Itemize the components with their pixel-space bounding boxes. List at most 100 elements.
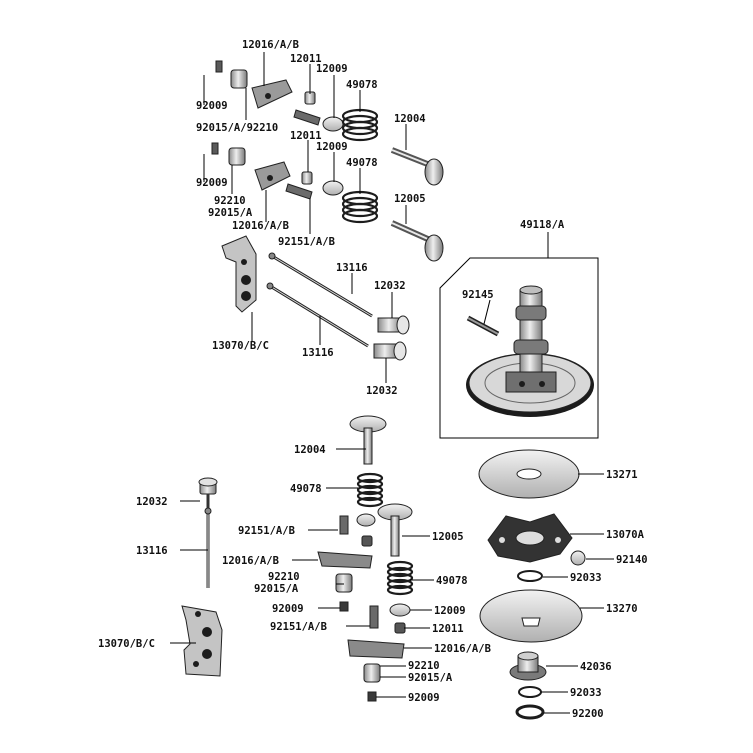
rocker-arm-top [251, 79, 293, 109]
label-12011-mid: 12011 [290, 130, 322, 142]
label-92140: 92140 [616, 554, 648, 566]
middle-rocker-group [211, 142, 444, 262]
label-92210-mid: 92210 [214, 195, 246, 207]
rocker-arm-low2 [347, 639, 405, 659]
rocker-hole-top [265, 93, 271, 99]
cap-low2 [394, 622, 406, 634]
spring-49078-top [341, 108, 379, 142]
label-12009-mid: 12009 [316, 141, 348, 153]
stud-92151-mid [285, 183, 313, 200]
retainer-12009-mid [322, 180, 344, 196]
valve-12005-low [377, 503, 413, 557]
label-92210-low2: 92210 [408, 660, 440, 672]
label-12016-a-b-low2: 12016/A/B [434, 643, 491, 655]
label-13116-b: 13116 [302, 347, 334, 359]
label-12032-left: 12032 [136, 496, 168, 508]
label-13270: 13270 [606, 603, 638, 615]
label-92145: 92145 [462, 289, 494, 301]
label-12005-low: 12005 [432, 531, 464, 543]
pin-92145 [466, 315, 500, 337]
label-49078-mid: 49078 [346, 157, 378, 169]
label-12016-a-b-mid: 12016/A/B [232, 220, 289, 232]
rocker-hole-mid [267, 175, 273, 181]
ball-92140 [570, 550, 586, 566]
shim-13271 [478, 449, 580, 499]
push-rod-lower-left [198, 477, 218, 588]
spring-49078-low [356, 472, 384, 508]
tappets-upper [373, 315, 410, 361]
stud-92151-top [293, 109, 321, 126]
label-92033-b: 92033 [570, 687, 602, 699]
label-12009-top: 12009 [316, 63, 348, 75]
camshaft-gear-49118 [466, 285, 594, 417]
guide-plate-13070-top [221, 235, 257, 313]
label-92009-low1: 92009 [272, 603, 304, 615]
label-92151-a-b-low2: 92151/A/B [270, 621, 327, 633]
label-92015-a-mid: 92015/A [208, 207, 253, 219]
pivot-low2 [363, 663, 381, 683]
label-12004-low: 12004 [294, 444, 326, 456]
label-92200: 92200 [572, 708, 604, 720]
label-92151-a-b-mid: 92151/A/B [278, 236, 335, 248]
label-12016-a-b-top: 12016/A/B [242, 39, 299, 51]
label-49078-top: 49078 [346, 79, 378, 91]
label-42036: 42036 [580, 661, 612, 673]
label-13116-left: 13116 [136, 545, 168, 557]
label-92009-top: 92009 [196, 100, 228, 112]
stud-92151-low2 [369, 605, 379, 629]
label-92015-a-low2: 92015/A [408, 672, 453, 684]
label-92009-mid: 92009 [196, 177, 228, 189]
clip-92033-b [518, 686, 542, 698]
label-12016-a-b-low1: 12016/A/B [222, 555, 279, 567]
label-13070a: 13070A [606, 529, 645, 541]
retainer-low2 [389, 603, 411, 617]
label-13271: 13271 [606, 469, 638, 481]
washer-92200 [515, 704, 545, 720]
label-92009-low2: 92009 [408, 692, 440, 704]
label-12011-top: 12011 [290, 53, 322, 65]
screw-low2 [367, 691, 377, 702]
spring-49078-low2 [386, 560, 414, 596]
guide-plate-13070-low [181, 605, 223, 677]
push-rods-upper [266, 252, 373, 348]
label-12005-top: 12005 [394, 193, 426, 205]
cap-low1 [361, 535, 373, 547]
adjust-screw-mid [211, 142, 219, 155]
label-12004-top: 12004 [394, 113, 426, 125]
retainer-low1 [356, 513, 376, 527]
label-92210-low1: 92210 [268, 571, 300, 583]
pivot-low1 [335, 573, 353, 593]
label-92015-a-92210: 92015/A/92210 [196, 122, 278, 134]
label-12032-a: 12032 [374, 280, 406, 292]
label-92033-a: 92033 [570, 572, 602, 584]
rocker-arm-low1 [317, 551, 373, 569]
retainer-12009-top [322, 116, 344, 132]
spring-49078-mid [341, 190, 379, 224]
clip-92033-a [517, 570, 543, 582]
label-12032-b: 12032 [366, 385, 398, 397]
adjust-screw-top [215, 60, 223, 73]
pivot-nut-mid [228, 147, 246, 166]
label-49118-a: 49118/A [520, 219, 565, 231]
cap-12011-mid [301, 171, 313, 185]
rocker-arm-mid [254, 161, 291, 191]
label-92151-a-b-low1: 92151/A/B [238, 525, 295, 537]
label-12009-low: 12009 [434, 605, 466, 617]
label-13116-a: 13116 [336, 262, 368, 274]
camshaft-callout-box [439, 257, 599, 439]
stud-92151-low1 [339, 515, 349, 535]
valve-12004-low [349, 415, 387, 465]
weight-holder-13070A [487, 513, 573, 563]
valve-head-12005-top [424, 234, 444, 262]
cup-13270 [479, 589, 583, 643]
leader-lines [170, 52, 614, 714]
label-13070-b-c-low: 13070/B/C [98, 638, 155, 650]
label-12011-low: 12011 [432, 623, 464, 635]
label-13070-b-c-top: 13070/B/C [212, 340, 269, 352]
pivot-nut-top [230, 69, 248, 89]
valve-head-12004-top [424, 158, 444, 186]
label-49078-low2: 49078 [436, 575, 468, 587]
label-92015-a-low1: 92015/A [254, 583, 299, 595]
